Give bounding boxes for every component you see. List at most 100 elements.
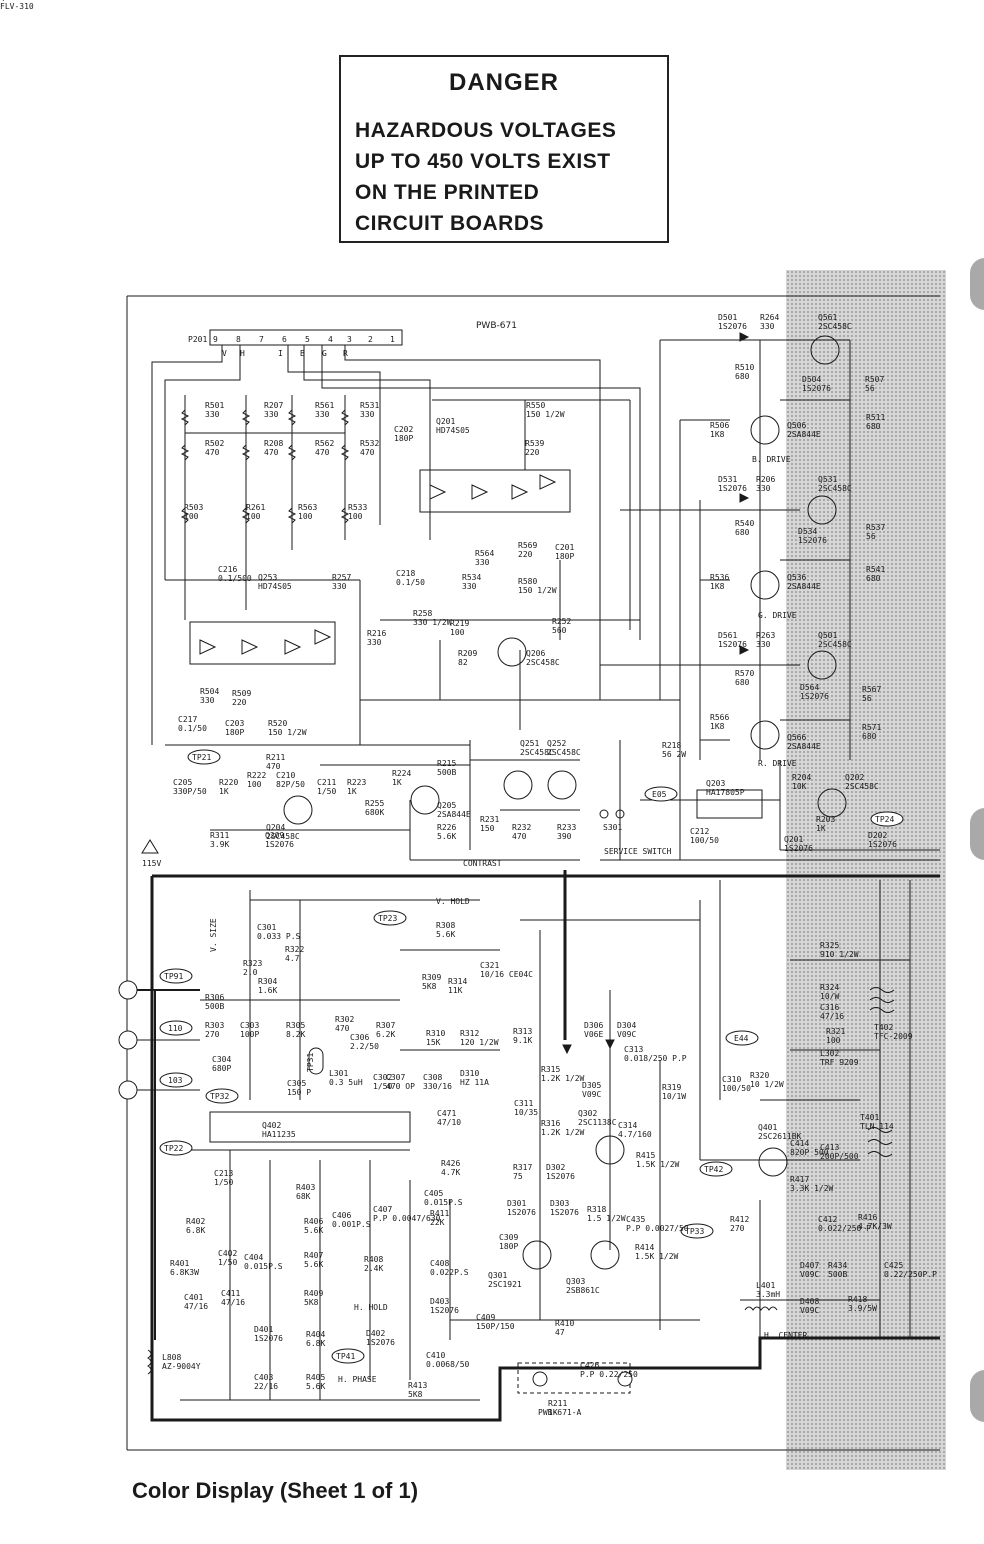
component-ref: R426	[441, 1159, 460, 1168]
component-value: 330	[475, 558, 490, 567]
component-ref: C311	[514, 1099, 533, 1108]
component-value: 470 OP	[386, 1082, 415, 1091]
component-ref: Q202	[845, 773, 864, 782]
component-ref: Q501	[818, 631, 837, 640]
component-value: 5.6K	[304, 1226, 323, 1235]
component-value: 470	[264, 448, 279, 457]
component-value: 9.1K	[513, 1036, 532, 1045]
component-ref: R569	[518, 541, 537, 550]
component-ref: R580	[518, 577, 537, 586]
component-ref: Q566	[787, 733, 806, 742]
component-ref: D302	[546, 1163, 565, 1172]
component-value: 2SC1921	[488, 1280, 522, 1289]
component-value: 150	[480, 824, 495, 833]
connector-pin: 4	[328, 335, 333, 344]
component-value: 1S2076	[718, 322, 747, 331]
component-ref: C203	[225, 719, 244, 728]
component-ref: R224	[392, 769, 411, 778]
component-ref: R415	[636, 1151, 655, 1160]
component-value: 5K8	[304, 1298, 319, 1307]
component-value: 10/1W	[662, 1092, 686, 1101]
component-ref: Q252	[547, 739, 566, 748]
component-value: 0.022P.S	[430, 1268, 469, 1277]
component-value: 470	[205, 448, 220, 457]
component-value: 330	[315, 410, 330, 419]
danger-line: ON THE PRINTED	[355, 181, 540, 204]
schematic-labels: PWB-671 PWB-671-A P201 9 8 7 6 5 4 3 2 1…	[142, 321, 894, 1417]
component-ref: R570	[735, 669, 754, 678]
component-value: 56 2W	[662, 750, 686, 759]
component-value: 330	[332, 582, 347, 591]
component-value: 1S2076	[718, 484, 747, 493]
component-value: 1K	[347, 787, 357, 796]
component-value: 5K8	[408, 1390, 423, 1399]
component-value: 500B	[205, 1002, 224, 1011]
component-value: 1S2076	[546, 1172, 575, 1181]
page-tab-marker	[970, 258, 984, 310]
test-point-label: TP32	[210, 1092, 229, 1101]
component-value: 180P	[225, 728, 244, 737]
component-ref: R406	[304, 1217, 323, 1226]
component-ref: R541	[866, 565, 885, 574]
connector-signal: I	[278, 349, 283, 358]
component-value: 0.3 5uH	[329, 1078, 363, 1087]
component-value: 10/35	[514, 1108, 538, 1117]
component-ref: R503	[184, 503, 203, 512]
component-ref: R316	[541, 1119, 560, 1128]
component-ref: C435	[626, 1215, 645, 1224]
component-ref: R206	[756, 475, 775, 484]
component-ref: R504	[200, 687, 219, 696]
component-value: 2SC458C	[845, 782, 879, 791]
component-value: 0.018/250 P.P	[624, 1054, 687, 1063]
component-ref: C403	[254, 1373, 273, 1382]
component-ref: L808	[162, 1353, 181, 1362]
component-value: 180P	[499, 1242, 518, 1251]
component-value: 4.7	[285, 954, 300, 963]
component-ref: C304	[212, 1055, 231, 1064]
component-value: 0.1/50	[396, 578, 425, 587]
component-value: 1S2076	[718, 640, 747, 649]
component-ref: R561	[315, 401, 334, 410]
component-value: 390	[557, 832, 572, 841]
component-value: 5K8	[422, 982, 437, 991]
component-ref: R218	[662, 741, 681, 750]
connector-signal: H	[240, 349, 245, 358]
component-value: P.P 0.0047/630	[373, 1214, 441, 1223]
component-value: 100	[450, 628, 465, 637]
component-value: 0.1/50	[178, 724, 207, 733]
component-value: HD74S05	[258, 582, 292, 591]
component-value: HD74S05	[436, 426, 470, 435]
component-ref: R211	[266, 753, 285, 762]
component-ref: Q203	[0, 0, 19, 2]
component-ref: C213	[214, 1169, 233, 1178]
